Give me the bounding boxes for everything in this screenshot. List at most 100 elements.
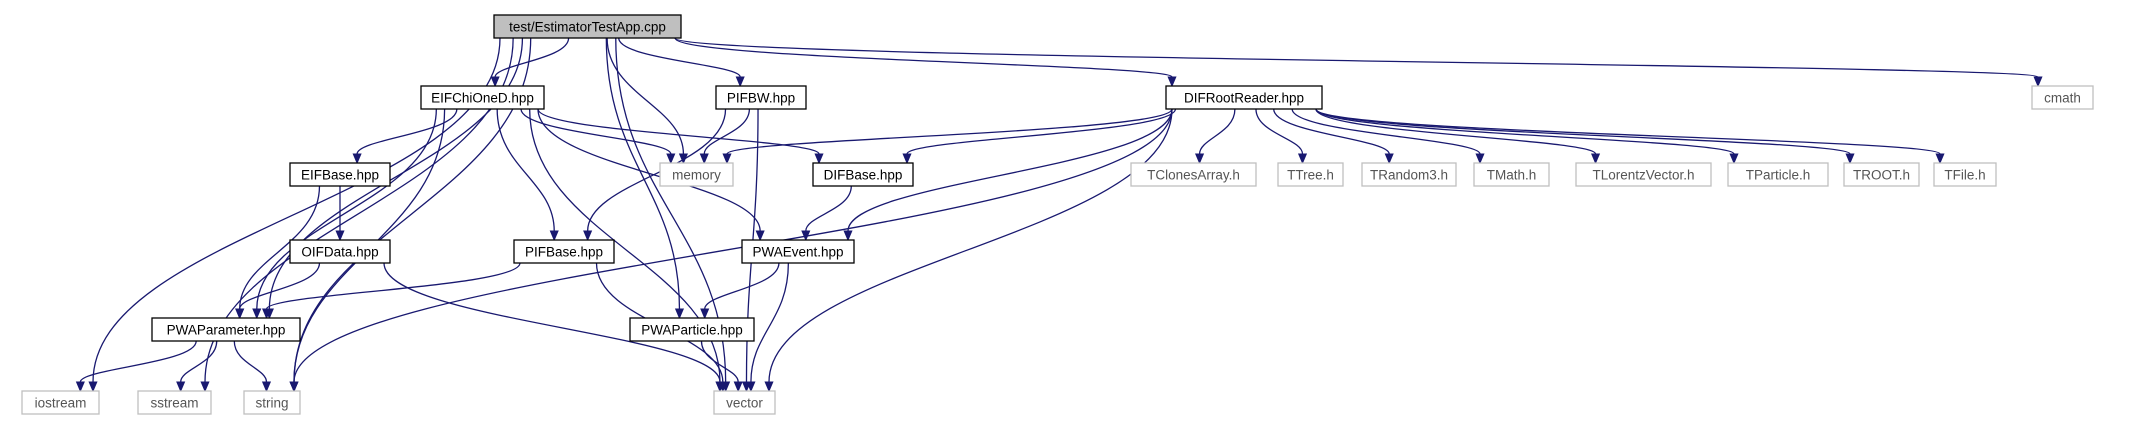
node-pifbw[interactable]: PIFBW.hpp <box>715 85 807 110</box>
node-pwapart[interactable]: PWAParticle.hpp <box>629 317 755 342</box>
edge-line <box>265 262 521 310</box>
edge-line <box>700 340 739 383</box>
edge-difroot-to-memory <box>722 108 1173 165</box>
node-tfile: TFile.h <box>1933 162 1997 187</box>
edge-line <box>1255 108 1304 155</box>
edge-arrowhead <box>699 153 709 165</box>
node-box <box>1843 162 1920 187</box>
edge-root-to-eifchi <box>490 37 570 88</box>
edge-pifbw-to-pifbase <box>583 108 727 242</box>
edge-arrowhead <box>764 381 774 393</box>
node-label: PWAParticle.hpp <box>641 323 743 338</box>
node-vector: vector <box>713 390 776 415</box>
node-box <box>741 239 855 264</box>
edge-arrowhead <box>88 381 98 393</box>
edge-line <box>1198 108 1236 155</box>
node-label: sstream <box>150 396 198 411</box>
edge-arrowhead <box>235 308 245 320</box>
node-label: DIFRootReader.hpp <box>1184 91 1304 106</box>
node-pwaparam[interactable]: PWAParameter.hpp <box>151 317 301 342</box>
edge-line <box>537 108 820 155</box>
edge-arrowhead <box>289 381 299 393</box>
edge-arrowhead <box>176 381 186 393</box>
edge-eifchi-to-difbase <box>537 108 824 165</box>
node-eifchi[interactable]: EIFChiOneD.hpp <box>420 85 545 110</box>
edge-arrowhead <box>335 230 345 242</box>
edge-arrowhead <box>722 153 732 165</box>
edge-difroot-to-trandom <box>1273 108 1394 165</box>
edge-line <box>494 37 570 78</box>
edge-arrowhead <box>678 153 688 165</box>
edge-arrowhead <box>1591 153 1601 165</box>
node-oifdata[interactable]: OIFData.hpp <box>289 239 391 264</box>
node-box <box>715 85 807 110</box>
edge-line <box>233 340 268 383</box>
edge-difroot-to-string <box>289 108 1173 393</box>
edge-arrowhead <box>1935 153 1945 165</box>
edge-arrowhead <box>801 230 811 242</box>
edge-line <box>79 340 197 383</box>
edge-arrowhead <box>902 153 912 165</box>
edge-line <box>537 108 761 232</box>
node-box <box>629 317 755 342</box>
edge-eifbase-to-oifdata <box>335 186 345 242</box>
node-label: TClonesArray.h <box>1147 168 1240 183</box>
node-root[interactable]: test/EstimatorTestApp.cpp <box>493 14 682 39</box>
edge-line <box>1291 108 1481 155</box>
edge-line <box>847 108 1173 232</box>
edge-arrowhead <box>549 230 559 242</box>
edge-line <box>496 108 555 232</box>
edge-eifchi-to-eifbase <box>352 108 458 165</box>
edge-line <box>586 108 727 232</box>
edge-arrowhead <box>1195 153 1205 165</box>
edge-eifchi-to-pwaevent <box>537 108 765 242</box>
node-label: string <box>255 396 288 411</box>
edge-arrowhead <box>843 230 853 242</box>
node-label: PIFBW.hpp <box>727 91 795 106</box>
node-trandom: TRandom3.h <box>1361 162 1457 187</box>
node-pwaevent[interactable]: PWAEvent.hpp <box>741 239 855 264</box>
node-tparticle: TParticle.h <box>1727 162 1829 187</box>
edge-line <box>256 108 437 310</box>
edge-root-to-difroot <box>674 37 1177 88</box>
node-string: string <box>243 390 301 415</box>
edge-line <box>768 108 1173 383</box>
edge-pifbw-to-memory <box>699 108 751 165</box>
node-tmath: TMath.h <box>1473 162 1550 187</box>
edge-arrowhead <box>1297 153 1308 165</box>
edge-difroot-to-vector <box>764 108 1173 393</box>
edge-arrowhead <box>583 230 593 242</box>
edge-difroot-to-tlorentz <box>1315 108 1601 165</box>
edge-arrowhead <box>200 381 210 393</box>
edge-difroot-to-tmath <box>1291 108 1485 165</box>
node-pifbase[interactable]: PIFBase.hpp <box>513 239 615 264</box>
node-box <box>812 162 914 187</box>
node-difroot[interactable]: DIFRootReader.hpp <box>1165 85 1323 110</box>
edge-line <box>605 37 681 310</box>
edge-difroot-to-tfile <box>1315 108 1945 165</box>
node-label: OIFData.hpp <box>301 245 378 260</box>
edge-line <box>703 108 751 155</box>
node-box <box>1727 162 1829 187</box>
edge-arrowhead <box>674 308 685 320</box>
edge-eifchi-to-pifbase <box>496 108 559 242</box>
edge-line <box>674 37 1173 78</box>
node-box <box>1473 162 1550 187</box>
node-box <box>1933 162 1997 187</box>
node-box <box>713 390 776 415</box>
edge-arrowhead <box>735 76 745 88</box>
node-label: iostream <box>35 396 87 411</box>
node-label: EIFChiOneD.hpp <box>431 91 534 106</box>
node-eifbase[interactable]: EIFBase.hpp <box>289 162 391 187</box>
edge-oifdata-to-pwaparam <box>235 262 321 320</box>
node-box <box>289 239 391 264</box>
edge-line <box>239 262 321 310</box>
edge-line <box>268 37 524 310</box>
edge-root-to-pwapart <box>605 37 685 320</box>
node-difbase[interactable]: DIFBase.hpp <box>812 162 914 187</box>
edge-line <box>383 262 721 383</box>
node-box <box>1277 162 1344 187</box>
node-label: TROOT.h <box>1853 168 1910 183</box>
edge-difbase-to-pwaevent <box>801 185 852 242</box>
